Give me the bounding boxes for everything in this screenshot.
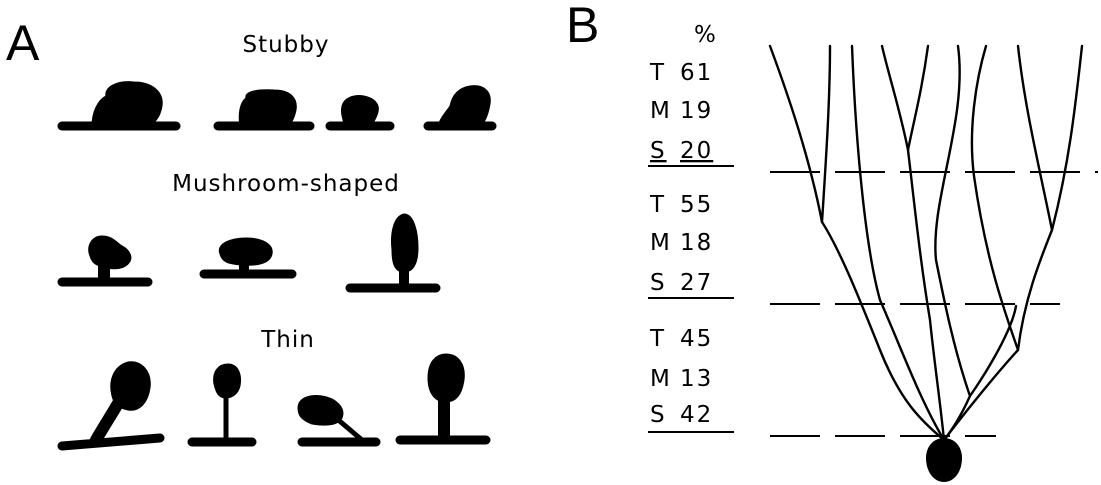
thin-spine: [187, 363, 257, 447]
type-label: S: [650, 270, 667, 296]
mushroom-spine: [345, 213, 441, 293]
layer-table-3: T 45 M 13 S 42: [649, 326, 713, 428]
stubby-group: Stubby: [57, 32, 497, 131]
mushroom-title: Mushroom-shaped: [172, 171, 400, 197]
layer-table-1: T 61 M 19 S 20: [649, 60, 713, 164]
percent-value: 18: [680, 230, 713, 256]
percent-header: %: [694, 22, 718, 48]
thin-spine: [395, 353, 491, 445]
stubby-title: Stubby: [242, 32, 329, 58]
type-label: S: [650, 138, 667, 164]
stubby-spine: [57, 81, 181, 131]
panel-a: A Stubby Mushroom-shaped: [6, 15, 497, 451]
neuron-dendrite-tree: [768, 44, 1084, 450]
panel-b: B % T 61 M 19 S 20 T 55 M 18 S 27 T 45 M…: [566, 0, 1098, 482]
percent-value: 45: [680, 326, 713, 352]
type-label: T: [649, 192, 666, 218]
stubby-spine: [213, 89, 315, 131]
type-label: T: [649, 60, 666, 86]
stubby-spine: [423, 85, 497, 131]
percent-value: 55: [680, 192, 713, 218]
stubby-spine: [325, 95, 395, 131]
row-underlines: [648, 165, 734, 433]
type-label: S: [650, 402, 667, 428]
type-label: M: [650, 98, 672, 124]
thin-group: Thin: [57, 327, 491, 451]
percent-value: 19: [680, 98, 713, 124]
layer-boundaries: [770, 171, 1098, 437]
percent-value: 42: [680, 402, 713, 428]
percent-value: 20: [680, 138, 713, 164]
mushroom-spine: [57, 235, 153, 287]
type-label: T: [649, 326, 666, 352]
panel-b-letter: B: [566, 0, 599, 53]
mushroom-group: Mushroom-shaped: [57, 171, 441, 293]
thin-spine: [57, 361, 165, 451]
layer-table-2: T 55 M 18 S 27: [649, 192, 713, 296]
mushroom-spine: [199, 237, 297, 279]
percent-value: 27: [680, 270, 713, 296]
type-label: M: [650, 366, 672, 392]
type-label: M: [650, 230, 672, 256]
percent-value: 61: [680, 60, 713, 86]
thin-title: Thin: [260, 327, 315, 353]
soma: [926, 438, 962, 482]
thin-spine: [297, 395, 381, 447]
panel-a-letter: A: [6, 15, 40, 71]
percent-value: 13: [680, 366, 713, 392]
